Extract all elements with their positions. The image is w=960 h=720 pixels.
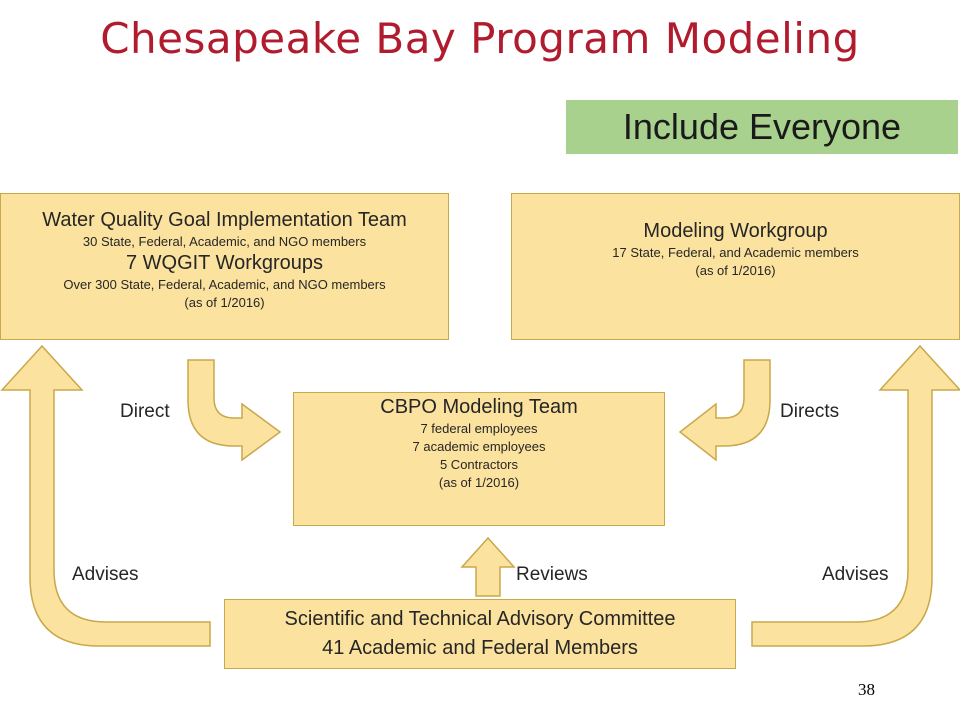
- reviews-arrow: [460, 536, 516, 597]
- cbpo-contractors: 5 Contractors: [439, 457, 519, 472]
- slide-title: Chesapeake Bay Program Modeling: [100, 14, 860, 63]
- stac-title: Scientific and Technical Advisory Commit…: [284, 608, 676, 630]
- directs-arrow: [678, 359, 771, 462]
- modeling-workgroup-members: 17 State, Federal, and Academic members: [612, 245, 859, 260]
- stac-box: Scientific and Technical Advisory Commit…: [224, 599, 736, 669]
- cbpo-federal-employees: 7 federal employees: [420, 421, 538, 436]
- advises-right-label: Advises: [822, 564, 889, 585]
- stac-members: 41 Academic and Federal Members: [322, 637, 638, 659]
- wqgit-box: Water Quality Goal Implementation Team 3…: [0, 193, 449, 340]
- cbpo-title: CBPO Modeling Team: [380, 396, 578, 418]
- reviews-label: Reviews: [516, 564, 588, 585]
- include-everyone-banner: Include Everyone: [566, 100, 958, 154]
- direct-arrow: [187, 359, 282, 462]
- wqgit-workgroup-members: Over 300 State, Federal, Academic, and N…: [63, 277, 386, 292]
- direct-label: Direct: [120, 401, 170, 422]
- directs-label: Directs: [780, 401, 840, 422]
- cbpo-modeling-team-box: CBPO Modeling Team 7 federal employees 7…: [293, 392, 665, 526]
- advises-right-arrow: [751, 344, 960, 647]
- modeling-workgroup-as-of: (as of 1/2016): [695, 263, 776, 278]
- wqgit-workgroups: 7 WQGIT Workgroups: [125, 252, 324, 274]
- advises-left-label: Advises: [72, 564, 139, 585]
- page-number: 38: [858, 680, 875, 699]
- modeling-workgroup-title: Modeling Workgroup: [643, 220, 828, 242]
- wqgit-as-of: (as of 1/2016): [184, 295, 265, 310]
- advises-left-arrow: [0, 344, 211, 647]
- wqgit-title: Water Quality Goal Implementation Team: [42, 209, 407, 231]
- cbpo-academic-employees: 7 academic employees: [412, 439, 546, 454]
- cbpo-as-of: (as of 1/2016): [438, 475, 520, 490]
- wqgit-members: 30 State, Federal, Academic, and NGO mem…: [82, 234, 367, 249]
- modeling-workgroup-box: Modeling Workgroup 17 State, Federal, an…: [511, 193, 960, 340]
